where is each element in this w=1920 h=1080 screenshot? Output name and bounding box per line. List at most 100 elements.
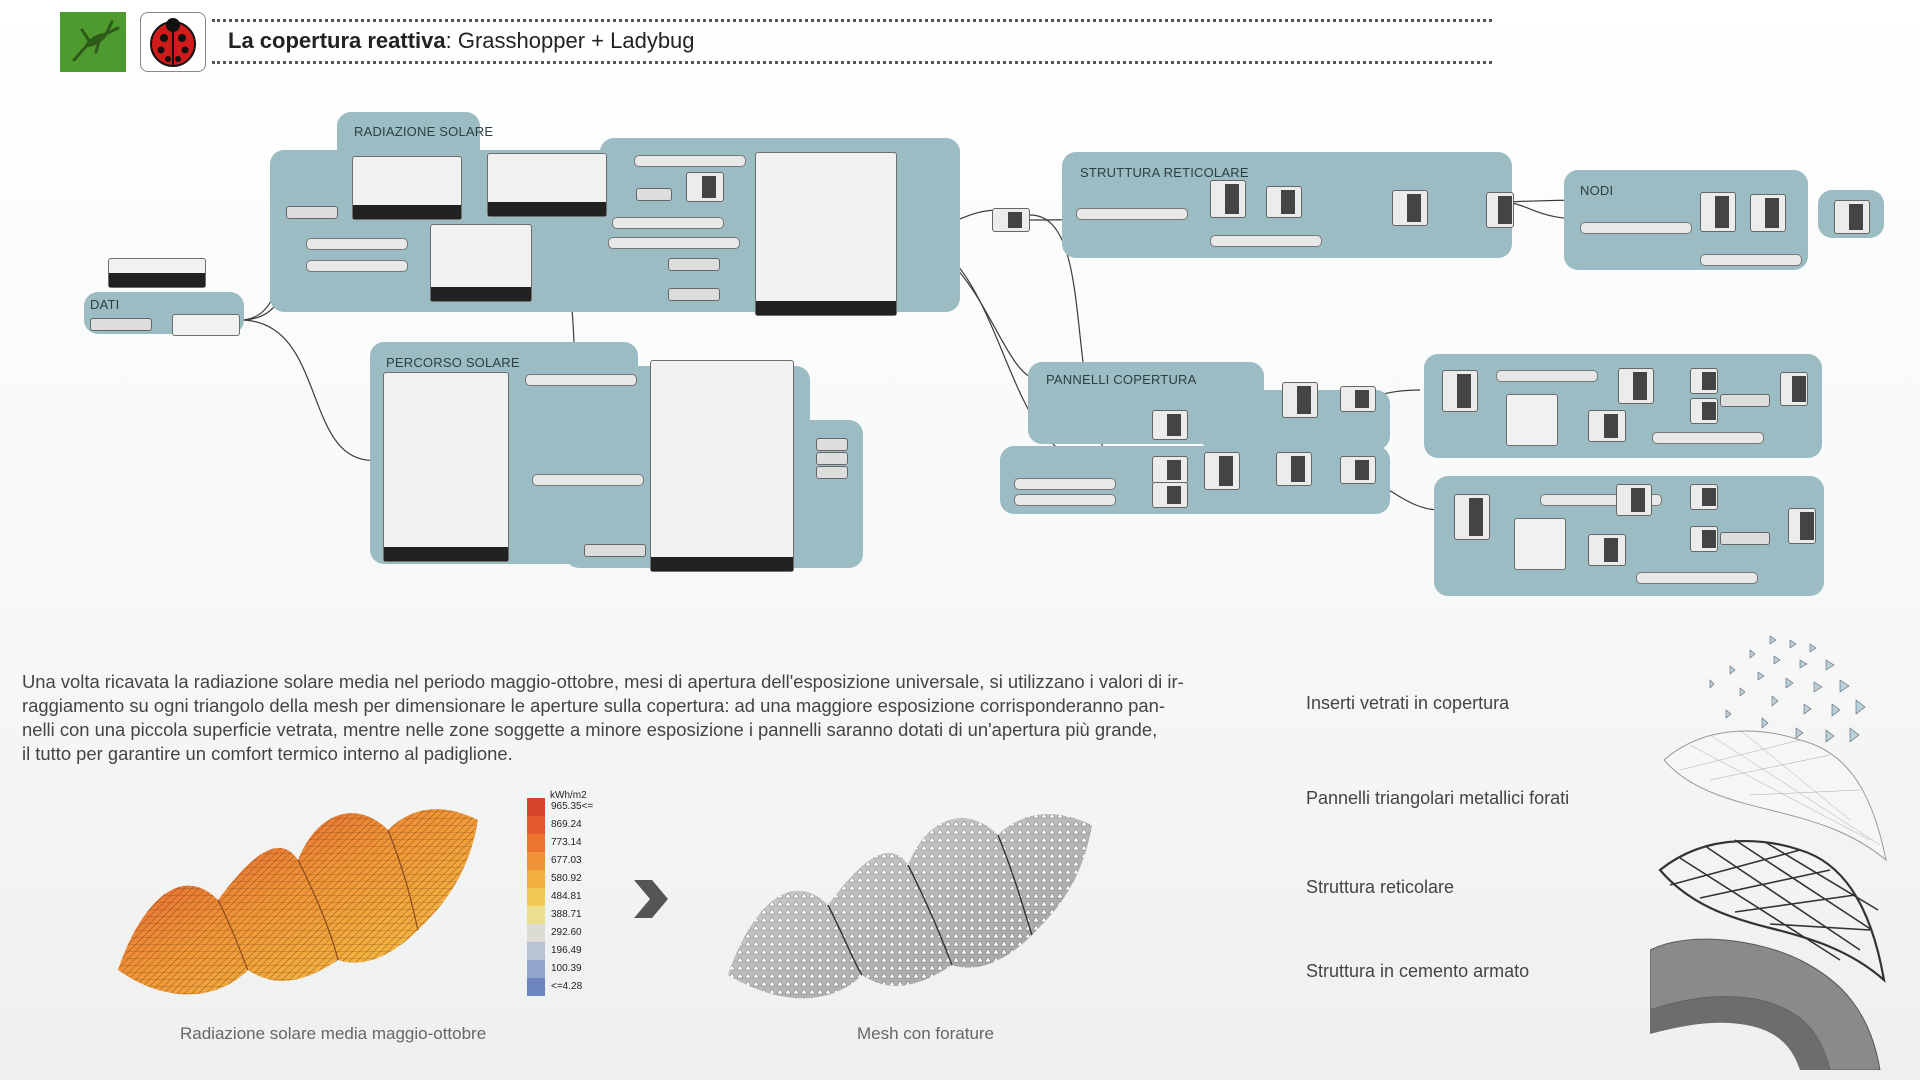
component-preview-struttura[interactable]: [1486, 192, 1514, 228]
legend-swatch: [527, 924, 545, 942]
title-rest: : Grasshopper + Ladybug: [445, 28, 695, 53]
group-label-nodi: NODI: [1580, 183, 1614, 198]
graph-mapper-1[interactable]: [1506, 394, 1558, 446]
slider-dist-from-base[interactable]: [608, 237, 740, 249]
legend-label: 388.71: [551, 909, 582, 920]
component-import-epw[interactable]: [383, 372, 509, 562]
component-scale[interactable]: [1276, 452, 1312, 486]
component-faces-2[interactable]: [1340, 386, 1376, 412]
slider-radius[interactable]: [1210, 235, 1322, 247]
component-offset[interactable]: [1210, 180, 1246, 218]
legend-swatch: [527, 942, 545, 960]
component-remap[interactable]: [1204, 452, 1240, 490]
component-open-epw[interactable]: [172, 314, 240, 336]
chevron-right-icon: [634, 880, 668, 918]
group-label-struttura: STRUTTURA RETICOLARE: [1080, 165, 1249, 180]
slider-grid-size[interactable]: [612, 217, 724, 229]
slider-domain-start[interactable]: [1014, 478, 1116, 490]
legend-label: 677.03: [551, 855, 582, 866]
component-extr-4[interactable]: [1690, 526, 1718, 552]
slider-from-month[interactable]: [306, 238, 408, 250]
slider-d-da-mesh[interactable]: [1496, 370, 1598, 382]
legend-label: 580.92: [551, 873, 582, 884]
param-geo-out-1[interactable]: [816, 452, 848, 465]
component-offset-pannelli[interactable]: [1618, 368, 1654, 404]
component-domain[interactable]: [1152, 482, 1188, 508]
component-nodi-sphere[interactable]: [1834, 200, 1870, 234]
paragraph-line-3: nelli con una piccola superficie vetrata…: [22, 719, 1158, 740]
header-divider-bottom: [212, 61, 1492, 64]
legend-swatch: [527, 870, 545, 888]
description-paragraph: Una volta ricavata la radiazione solare …: [22, 670, 1222, 766]
layer-label-struttura: Struttura reticolare: [1306, 877, 1455, 897]
layer-label-cemento: Struttura in cemento armato: [1306, 961, 1530, 981]
slider-distance[interactable]: [1076, 208, 1188, 220]
component-evaluate-2[interactable]: [1588, 534, 1626, 566]
slider-sunpath-north[interactable]: [525, 374, 637, 386]
group-label-pannelli: PANNELLI COPERTURA: [1046, 372, 1197, 387]
component-extr-1[interactable]: [1690, 368, 1718, 394]
legend-label: 869.24: [551, 819, 582, 830]
toggle-radiazione-1[interactable]: [286, 206, 338, 219]
component-faces-3[interactable]: [1340, 456, 1376, 484]
component-merge[interactable]: [686, 172, 724, 202]
slider-north[interactable]: [634, 155, 746, 167]
component-offset-vetri[interactable]: [1616, 484, 1652, 516]
legend-label: 484.81: [551, 891, 582, 902]
component-nodi-edges[interactable]: [1750, 194, 1786, 232]
slider-domain-end[interactable]: [1014, 494, 1116, 506]
component-nodi-offset[interactable]: [1700, 192, 1736, 232]
component-boundary-1[interactable]: [1442, 370, 1478, 412]
ladybug-logo: [140, 12, 206, 72]
component-sunpath[interactable]: [650, 360, 794, 572]
component-boundary-2[interactable]: [1454, 494, 1490, 540]
title-bold: La copertura reattiva: [228, 28, 446, 53]
component-preview-vetri[interactable]: [1788, 508, 1816, 544]
legend-swatch: [527, 816, 545, 834]
component-preview-pannelli[interactable]: [1780, 372, 1808, 406]
param-mesh-out[interactable]: [816, 438, 848, 451]
toggle-radiazione-3[interactable]: [668, 288, 720, 301]
component-pipe[interactable]: [1392, 190, 1428, 226]
group-label-percorso: PERCORSO SOLARE: [386, 355, 520, 370]
graph-mapper-2[interactable]: [1514, 518, 1566, 570]
slider-h-vetro[interactable]: [1636, 572, 1758, 584]
component-sky-matrix[interactable]: [352, 156, 462, 220]
component-selected-sky[interactable]: [487, 153, 607, 217]
paragraph-line-2: raggiamento su ogni triangolo della mesh…: [22, 695, 1165, 716]
slider-nodi-distance[interactable]: [1580, 222, 1692, 234]
group-label-dati: DATI: [90, 297, 120, 312]
component-default-folder[interactable]: [108, 258, 206, 288]
component-explode[interactable]: [1282, 382, 1318, 418]
paragraph-line-4: il tutto per garantire un comfort termic…: [22, 743, 513, 764]
param-geo-out-2[interactable]: [816, 466, 848, 479]
toggle-dati[interactable]: [90, 318, 152, 331]
toggle-percorso[interactable]: [584, 544, 646, 557]
component-faces[interactable]: [1152, 410, 1188, 440]
slider-to-month[interactable]: [306, 260, 408, 272]
slider-sunpath-scale[interactable]: [532, 474, 644, 486]
toggle-radiazione-2[interactable]: [668, 258, 720, 271]
component-radiation-analysis[interactable]: [755, 152, 897, 316]
legend-swatch: [527, 798, 545, 816]
component-extr-2[interactable]: [1690, 398, 1718, 424]
legend-swatch: [527, 960, 545, 978]
radiation-mesh-image: [118, 809, 478, 995]
swatch-vetri[interactable]: [1720, 532, 1770, 545]
group-label-radiazione: RADIAZIONE SOLARE: [354, 124, 494, 139]
swatch-pannelli[interactable]: [1720, 394, 1770, 407]
mesh-param[interactable]: [636, 188, 672, 201]
component-analysis-period[interactable]: [430, 224, 532, 302]
legend-label: <=4.28: [551, 981, 583, 992]
component-relay[interactable]: [992, 208, 1030, 232]
legend-swatch: [527, 834, 545, 852]
slider-nodi-radius[interactable]: [1700, 254, 1802, 266]
caption-mesh: Mesh con forature: [857, 1024, 995, 1043]
component-bounds[interactable]: [1152, 456, 1188, 484]
component-extr-3[interactable]: [1690, 484, 1718, 510]
component-evaluate-1[interactable]: [1588, 410, 1626, 442]
slider-h-pannelli[interactable]: [1652, 432, 1764, 444]
component-wb-edges[interactable]: [1266, 186, 1302, 218]
legend-label: 773.14: [551, 837, 582, 848]
legend-label: 100.39: [551, 963, 582, 974]
